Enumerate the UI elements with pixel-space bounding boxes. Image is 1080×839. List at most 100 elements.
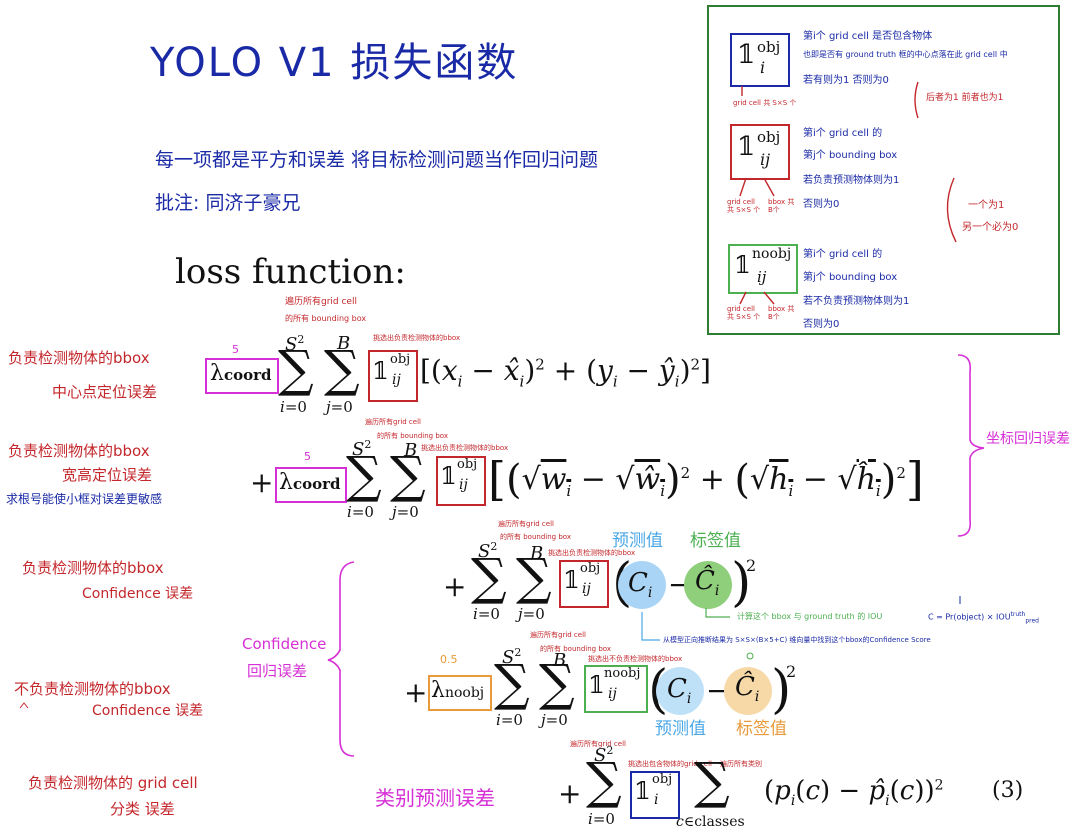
- obj-ij-sub-a: grid cell 共 S×S 个: [727, 198, 761, 214]
- obj-ij-desc-3: 若负责预测物体则为1: [803, 175, 900, 186]
- row4-label-b: Confidence 误差: [92, 703, 204, 719]
- side-note-2b: 另一个必为0: [962, 222, 1019, 233]
- sum-j-1: ∑: [324, 340, 360, 398]
- indicator-obj-row2: [436, 456, 486, 506]
- row1-label-a: 负责检测物体的bbox: [8, 349, 150, 367]
- noobj-desc-3: 若不负责预测物体则为1: [803, 296, 910, 307]
- row1-label-b: 中心点定位误差: [52, 383, 158, 401]
- pick-cell: 挑选出包含物体的grid cell: [628, 760, 712, 768]
- legend-panel: [707, 5, 1060, 335]
- sum-c-5: ∑: [694, 752, 730, 810]
- note-regression: 每一项都是平方和误差 将目标检测问题当作回归问题: [155, 149, 599, 171]
- equation-number: (3): [992, 778, 1024, 803]
- side-note-2a: 一个为1: [968, 200, 1005, 211]
- obj-i-sub: grid cell 共 S×S 个: [733, 99, 797, 107]
- lambda-noobj: λnoobj: [431, 678, 485, 703]
- iou-note: 计算这个 bbox 与 ground truth 的 IOU: [737, 612, 883, 621]
- sum-note-2b: 的所有 bounding box: [377, 432, 448, 440]
- model-note: 从模型正向推断结果为 S×S×(B×5+C) 维向量中找到这个bbox的Conf…: [663, 636, 931, 644]
- all-classes: 遍历所有类别: [720, 760, 762, 768]
- loss-heading: loss function:: [175, 252, 406, 292]
- sum-i-4: ∑: [494, 654, 530, 712]
- row2-label-a: 负责检测物体的bbox: [8, 442, 150, 460]
- coord-regression-label: 坐标回归误差: [986, 431, 1070, 447]
- sum-note-4b: 的所有 bounding box: [540, 645, 611, 653]
- obj-i-desc-3: 若有则为1 否则为0: [803, 75, 889, 86]
- noobj-desc-4: 否则为0: [803, 319, 840, 330]
- obj-ij-sub-b: bbox 共B个: [768, 198, 795, 214]
- indicator-noobj-row4: [584, 665, 648, 713]
- pick-obj-2: 挑选出负责检测物体的bbox: [421, 444, 509, 452]
- sum-i-5: ∑: [586, 752, 622, 810]
- side-note-1: 后者为1 前者也为1: [926, 93, 1004, 103]
- label-label-2: 标签值: [736, 719, 787, 739]
- indicator-obj-row1: [368, 350, 418, 402]
- lambda-coord-2-box: [275, 467, 347, 503]
- page-title: YOLO V1 损失函数: [150, 40, 519, 86]
- row3-label-a: 负责检测物体的bbox: [22, 559, 164, 577]
- lambda-coord-1: λcoord: [210, 361, 272, 386]
- row2-label-b: 宽高定位误差: [62, 466, 153, 484]
- formula-row2-body: [(√wi − √ŵi)2 + (√hi − √ĥi)2]: [488, 452, 924, 506]
- label-c-1: Ĉi: [695, 566, 720, 600]
- obj-i-desc-1: 第i个 grid cell 是否包含物体: [803, 31, 933, 42]
- all-cells: 遍历所有grid cell: [570, 740, 626, 748]
- row5-label-b: 分类 误差: [110, 800, 175, 818]
- row3-label-b: Confidence 误差: [82, 586, 194, 602]
- indicator-obj-ij-box: [730, 124, 790, 180]
- pick-obj-1: 挑选出负责检测物体的bbox: [373, 334, 461, 342]
- sum-i-3: ∑: [471, 548, 507, 606]
- note-author: 批注: 同济子豪兄: [155, 192, 301, 214]
- obj-ij-desc-2: 第j个 bounding box: [803, 150, 898, 161]
- coord-weight-1: 5: [232, 343, 239, 356]
- formula-row5-body: (pi(c) − p̂i(c))2: [764, 776, 944, 810]
- lambda-coord-1-box: [205, 358, 279, 394]
- class-error-label: 类别预测误差: [375, 786, 495, 810]
- indicator-noobj-ij: 𝟙: [734, 251, 751, 279]
- noobj-weight: 0.5: [440, 653, 458, 666]
- sum-j-3: ∑: [516, 548, 552, 606]
- indicator-obj-row3: [559, 560, 609, 608]
- conf-regression-a: Confidence: [242, 635, 327, 653]
- conf-regression-b: 回归误差: [247, 662, 308, 680]
- sum-i-2: ∑: [346, 446, 382, 504]
- lambda-coord-2: λcoord: [279, 470, 341, 495]
- pick-obj-3: 挑选出负责检测物体的bbox: [548, 549, 636, 557]
- sum-i-1: ∑: [278, 340, 314, 398]
- row2-label-extra: 求根号能使小框对误差更敏感: [6, 492, 163, 506]
- indicator-obj-row5: [630, 771, 680, 819]
- sum-note-4: 遍历所有grid cell: [530, 631, 586, 639]
- pred-c-circle-1: [618, 561, 666, 609]
- sum-note-2: 遍历所有grid cell: [365, 418, 421, 426]
- formula-row1-body: [(xi − x̂i)2 + (yi − ŷi)2]: [420, 354, 711, 391]
- label-c-2: Ĉi: [735, 672, 760, 706]
- noobj-sub-b: bbox 共B个: [768, 305, 795, 321]
- indicator-obj-i: 𝟙: [737, 40, 756, 70]
- pred-c-1: Ci: [628, 568, 653, 602]
- coord-weight-2: 5: [304, 450, 311, 463]
- pred-c-circle-2: [656, 667, 704, 715]
- sum-note-3: 遍历所有grid cell: [498, 520, 554, 528]
- sum-note-3b: 的所有 bounding box: [500, 533, 571, 541]
- label-label-1: 标签值: [690, 531, 741, 551]
- conf-formula: C = Pr(object) × IOUtruthpred: [928, 611, 1039, 625]
- pred-label-1: 预测值: [612, 531, 663, 551]
- noobj-sub-a: grid cell 共 S×S 个: [727, 305, 761, 321]
- row4-label-a: 不负责检测物体的bbox: [14, 680, 171, 698]
- sum-j-2: ∑: [390, 446, 426, 504]
- label-c-circle-2: [724, 667, 772, 715]
- noobj-desc-1: 第i个 grid cell 的: [803, 249, 883, 260]
- row5-label-a: 负责检测物体的 grid cell: [28, 774, 198, 792]
- sum-note-1b: 的所有 bounding box: [285, 314, 367, 323]
- obj-ij-desc-4: 否则为0: [803, 199, 840, 210]
- indicator-obj-i-box: [730, 33, 790, 87]
- noobj-desc-2: 第j个 bounding box: [803, 272, 898, 283]
- obj-i-desc-2: 也即是否有 ground truth 框的中心点落在此 grid cell 中: [803, 50, 1008, 59]
- sum-j-4: ∑: [539, 654, 575, 712]
- sum-note-1: 遍历所有grid cell: [285, 297, 357, 307]
- pred-c-2: Ci: [667, 674, 692, 708]
- indicator-noobj-ij-box: [728, 244, 798, 294]
- obj-ij-desc-1: 第i个 grid cell 的: [803, 128, 883, 139]
- lambda-noobj-box: [428, 675, 492, 711]
- label-c-circle-1: [684, 561, 732, 609]
